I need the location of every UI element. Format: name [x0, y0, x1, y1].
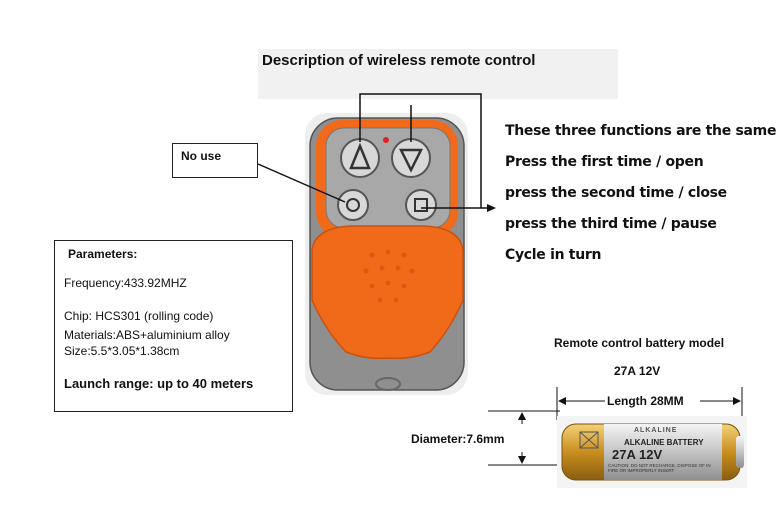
battery-type-label: ALKALINE BATTERY — [624, 438, 704, 447]
battery-length: Length 28MM — [607, 394, 684, 408]
cover-dots — [363, 249, 415, 303]
parameters-box — [54, 240, 293, 412]
battery-diameter: Diameter:7.6mm — [411, 432, 505, 446]
battery-caution-text: CAUTION: DO NOT RECHARGE, DISPOSE OF IN … — [608, 463, 711, 473]
key-ring — [375, 377, 401, 391]
button-unused-icon — [337, 189, 369, 221]
arrow-right-icon — [487, 204, 496, 212]
led-indicator — [383, 137, 389, 143]
battery-label-band — [604, 424, 722, 480]
no-use-pointer — [257, 163, 346, 203]
battery-brand: ALKALINE — [634, 427, 678, 434]
function-line-3: press the second time / close — [505, 185, 727, 201]
function-line-2: Press the first time / open — [505, 154, 704, 170]
title-background — [258, 49, 618, 99]
parameters-heading: Parameters: — [68, 247, 138, 261]
arrow-up-icon — [518, 412, 526, 420]
function-line-4: press the third time / pause — [505, 216, 717, 232]
parameter-materials: Materials:ABS+aluminium alloy — [64, 328, 230, 342]
down-arrow-icon — [398, 148, 424, 173]
battery-model: 27A 12V — [614, 364, 661, 378]
arrow-right-small-icon — [733, 397, 741, 405]
parameter-range: Launch range: up to 40 meters — [64, 376, 254, 391]
no-use-box — [172, 143, 258, 178]
battery-terminal — [736, 436, 744, 468]
function-line-5: Cycle in turn — [505, 247, 602, 263]
parameter-frequency: Frequency:433.92MHZ — [64, 276, 187, 290]
remote-orange-cover — [311, 225, 464, 360]
parameter-chip: Chip: HCS301 (rolling code) — [64, 309, 214, 323]
bracket-line — [359, 93, 482, 208]
parameter-size: Size:5.5*3.05*1.38cm — [64, 344, 180, 358]
function-line-1: These three functions are the same — [505, 123, 777, 139]
page-title: Description of wireless remote control — [262, 52, 536, 69]
square-icon — [414, 198, 428, 212]
button-square-icon — [405, 189, 437, 221]
battery-code-label: 27A 12V — [612, 447, 663, 462]
recycle-icon — [579, 431, 599, 449]
dot-icon — [346, 198, 360, 212]
battery-heading: Remote control battery model — [554, 336, 725, 350]
arrow-down-icon — [518, 456, 526, 464]
no-use-label: No use — [181, 149, 222, 163]
recycle-icon-cross-b — [579, 431, 599, 449]
arrow-left-icon — [558, 397, 566, 405]
up-arrow-icon — [349, 142, 371, 170]
